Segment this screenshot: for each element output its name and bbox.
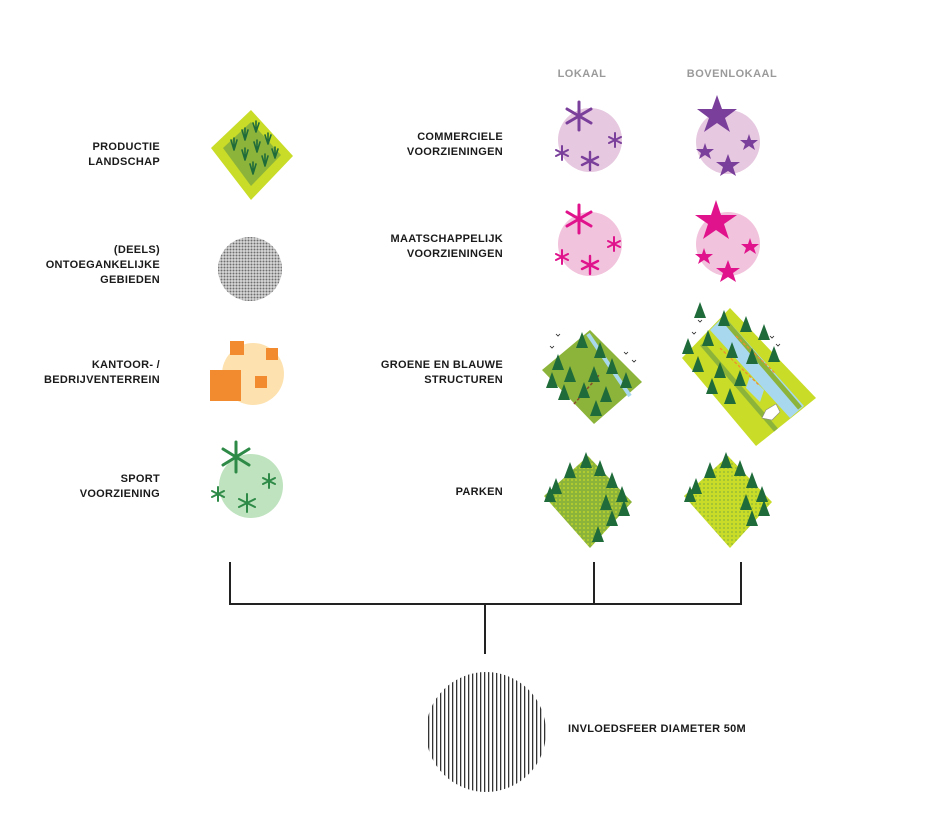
column-header-supralocal: BOVENLOKAAL (686, 68, 778, 80)
green-blue-supralocal-icon (682, 302, 816, 446)
label-commercial-facilities: COMMERCIELE VOORZIENINGEN (406, 131, 503, 158)
label-production-landscape: PRODUCTIE LANDSCHAP (88, 141, 160, 168)
social-local-asterisk-icon (555, 203, 622, 276)
business-park-icon (210, 341, 284, 405)
label-green-blue-structures: GROENE EN BLAUWE STRUCTUREN (380, 359, 503, 386)
label-business-park: KANTOOR- / BEDRIJVENTERREIN (43, 359, 160, 386)
social-supralocal-star-icon (695, 200, 760, 282)
label-sport-facility: SPORT VOORZIENING (79, 473, 160, 500)
inaccessible-area-icon (218, 237, 282, 301)
sport-facility-icon (211, 440, 283, 518)
commercial-supralocal-star-icon (696, 95, 760, 176)
park-supralocal-icon (684, 452, 772, 548)
commercial-local-asterisk-icon (555, 100, 622, 172)
label-influence-sphere: INVLOEDSFEER DIAMETER 50M (568, 723, 747, 735)
column-header-local: LOKAAL (557, 68, 607, 80)
production-landscape-icon (211, 110, 293, 200)
label-inaccessible-areas: (DEELS) ONTOEGANKELIJKE GEBIEDEN (45, 244, 160, 286)
park-local-icon (544, 452, 632, 548)
green-blue-local-icon (542, 330, 642, 424)
label-social-facilities: MAATSCHAPPELIJK VOORZIENINGEN (390, 233, 503, 260)
label-parks: PARKEN (455, 486, 503, 498)
influence-sphere-icon (426, 672, 546, 792)
